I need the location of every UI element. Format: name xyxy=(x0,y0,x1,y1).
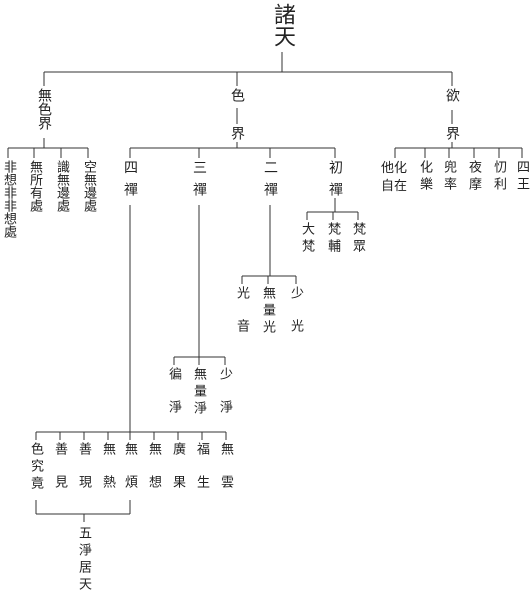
formless-heaven: 空無邊處 xyxy=(81,160,96,212)
desire-heaven: 忉利 xyxy=(491,160,506,194)
dhyana-label: 初禪 xyxy=(327,160,343,204)
third-dhyana-heaven: 少淨 xyxy=(217,367,232,433)
desire-heaven: 四王 xyxy=(514,160,529,194)
fourth-dhyana-heaven: 無想 xyxy=(146,442,161,508)
fourth-dhyana-heaven: 福生 xyxy=(194,442,209,508)
first-dhyana-heaven: 梵眾 xyxy=(350,222,365,256)
fourth-dhyana-heaven: 善見 xyxy=(52,442,67,508)
fourth-dhyana-heaven: 廣果 xyxy=(170,442,185,508)
first-dhyana-heaven: 大梵 xyxy=(299,222,314,256)
desire-heaven: 兜率 xyxy=(441,160,456,194)
formless-heaven: 無所有處 xyxy=(27,160,42,212)
dhyana-label: 二禪 xyxy=(262,160,278,204)
third-dhyana-heaven: 徧淨 xyxy=(166,367,181,433)
connector-group xyxy=(7,52,523,522)
second-dhyana-heaven: 少光 xyxy=(288,286,303,352)
formless-heaven: 識無邊處 xyxy=(54,160,69,212)
dhyana-label: 三禪 xyxy=(191,160,207,204)
second-dhyana-heaven: 光音 xyxy=(234,286,249,352)
third-dhyana-heaven: 無量淨 xyxy=(191,367,206,418)
pure-abodes-label: 五淨居天 xyxy=(76,526,91,594)
desire-realm-bottom: 界 xyxy=(444,126,460,140)
fourth-dhyana-heaven: 色究竟 xyxy=(28,442,43,493)
first-dhyana-heaven: 梵輔 xyxy=(325,222,340,256)
fourth-dhyana-heaven: 無雲 xyxy=(218,442,233,508)
formless-realm: 無色界 xyxy=(36,88,52,130)
formless-heaven: 非想非非想處 xyxy=(1,160,16,238)
desire-realm-top: 欲 xyxy=(444,88,460,102)
dhyana-label: 四禪 xyxy=(122,160,138,204)
desire-heaven: 夜摩 xyxy=(466,160,481,194)
form-realm-top: 色 xyxy=(229,88,245,102)
fourth-dhyana-heaven: 無煩 xyxy=(122,442,137,508)
desire-heaven: 化樂 xyxy=(417,160,432,194)
root-title: 諸天 xyxy=(270,3,295,47)
form-realm-bottom: 界 xyxy=(229,126,245,140)
second-dhyana-heaven: 無量光 xyxy=(260,286,275,337)
fourth-dhyana-heaven: 善現 xyxy=(76,442,91,508)
desire-heaven: 他化自在 xyxy=(381,161,408,194)
fourth-dhyana-heaven: 無熱 xyxy=(100,442,115,508)
